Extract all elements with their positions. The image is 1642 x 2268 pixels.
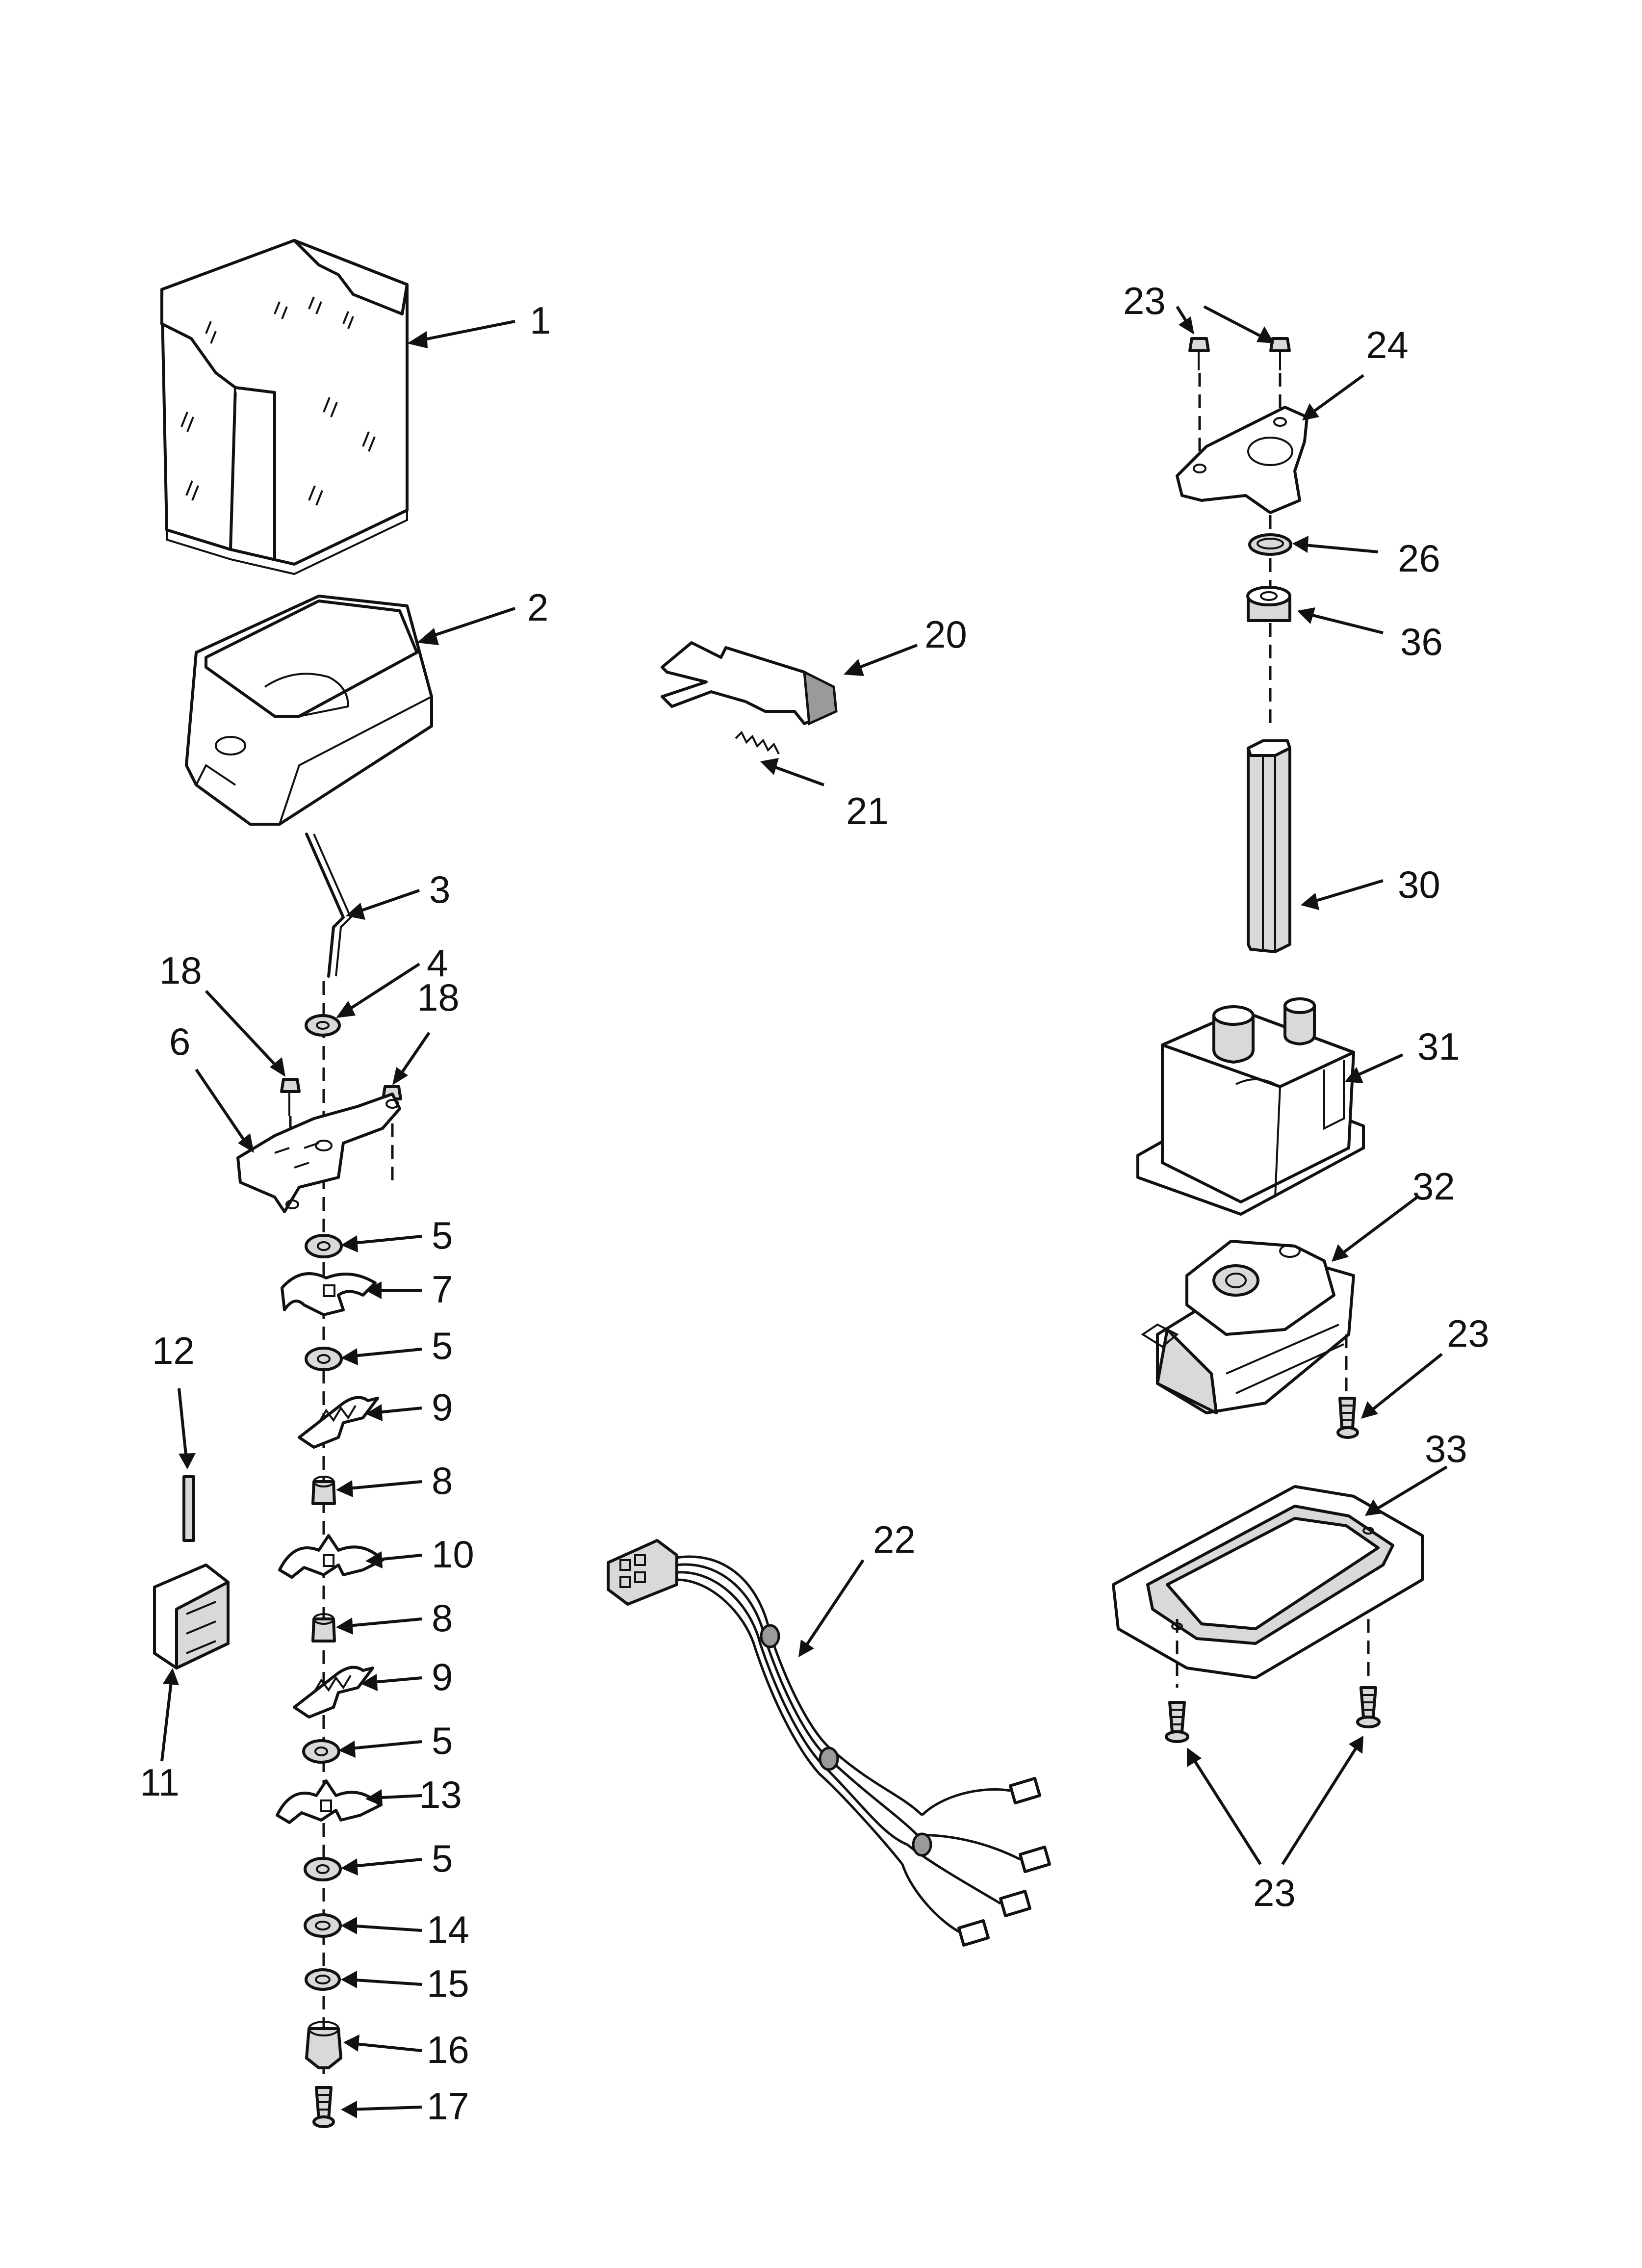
- callout-5c: 5: [432, 1719, 453, 1762]
- callout-12: 12: [152, 1329, 195, 1372]
- callout-4: 4: [427, 941, 448, 985]
- part-5-washer-b: [305, 1347, 343, 1371]
- part-21-spring: [735, 730, 780, 755]
- part-22-wire-harness: [607, 1539, 1051, 1947]
- part-7-cam: [281, 1272, 377, 1316]
- callout-15: 15: [427, 1962, 469, 2005]
- callout-5d: 5: [432, 1837, 453, 1880]
- callout-9a: 9: [432, 1385, 453, 1429]
- part-18-screw-left: [280, 1078, 301, 1116]
- part-23-screw-bottom-right: [1356, 1686, 1381, 1728]
- callout-11: 11: [140, 1761, 180, 1804]
- part-1-ice-container: [160, 239, 409, 575]
- part-3-rod: [305, 833, 352, 978]
- part-9-blade-b: [293, 1666, 374, 1719]
- part-17-screw: [312, 2086, 335, 2128]
- part-30-shaft: [1247, 739, 1291, 953]
- callout-36: 36: [1400, 620, 1443, 663]
- callout-10: 10: [432, 1533, 474, 1576]
- callout-5a: 5: [432, 1214, 453, 1257]
- part-11-block: [153, 1564, 230, 1669]
- part-23-screw-top-left: [1188, 337, 1210, 370]
- callout-17: 17: [427, 2085, 469, 2128]
- part-15-washer: [305, 1968, 341, 1991]
- part-14-washer: [304, 1913, 342, 1938]
- callout-16: 16: [427, 2028, 469, 2071]
- part-23-screw-bottom-left: [1165, 1701, 1189, 1743]
- callout-14: 14: [427, 1908, 469, 1951]
- callout-20: 20: [924, 613, 967, 656]
- part-13-cam: [276, 1779, 382, 1824]
- part-26-washer: [1248, 533, 1292, 556]
- part-4-spacer: [305, 1014, 341, 1037]
- callout-22: 22: [873, 1518, 916, 1561]
- callout-5b: 5: [432, 1324, 453, 1367]
- callout-31: 31: [1417, 1025, 1460, 1068]
- part-32-gear-motor: [1141, 1240, 1355, 1414]
- part-5-washer-a: [305, 1234, 343, 1258]
- callout-21: 21: [846, 789, 889, 833]
- callout-2: 2: [527, 586, 548, 629]
- callout-18-right: 18: [417, 976, 460, 1019]
- part-6-bracket: [236, 1093, 401, 1213]
- callout-8a: 8: [432, 1459, 453, 1502]
- callout-23-motor: 23: [1447, 1312, 1489, 1355]
- callout-3: 3: [429, 868, 450, 911]
- callout-6: 6: [169, 1020, 190, 1063]
- part-10-cam: [278, 1534, 384, 1579]
- part-9-blade-a: [298, 1396, 379, 1449]
- callout-32: 32: [1412, 1165, 1455, 1208]
- callout-26: 26: [1398, 537, 1440, 580]
- callout-8b: 8: [432, 1596, 453, 1640]
- part-2-ice-bin-base: [185, 595, 433, 826]
- part-8-bushing-a: [311, 1476, 336, 1505]
- callout-24: 24: [1366, 323, 1409, 366]
- part-31-motor-housing: [1136, 997, 1365, 1216]
- part-20-bracket: [661, 641, 838, 726]
- part-12-pin: [182, 1475, 195, 1542]
- callout-33: 33: [1425, 1427, 1467, 1470]
- part-8-bushing-b: [311, 1613, 336, 1642]
- part-24-mounting-plate: [1176, 406, 1308, 514]
- callout-7: 7: [432, 1268, 453, 1311]
- callout-23-top: 23: [1123, 279, 1166, 322]
- part-23-screw-top-right: [1269, 337, 1291, 370]
- callout-23-bottom: 23: [1253, 1871, 1296, 1914]
- part-5-washer-d: [304, 1857, 342, 1881]
- part-16-bushing: [305, 2021, 342, 2069]
- callout-9b: 9: [432, 1655, 453, 1698]
- callout-18-left: 18: [159, 949, 202, 992]
- callout-1: 1: [530, 299, 551, 342]
- part-33-gasket-plate: [1112, 1485, 1424, 1679]
- part-36-bushing: [1246, 586, 1291, 622]
- callout-13: 13: [419, 1773, 462, 1816]
- callout-30: 30: [1398, 863, 1440, 906]
- part-5-washer-c: [302, 1739, 340, 1764]
- part-23-screw-motor: [1336, 1397, 1359, 1439]
